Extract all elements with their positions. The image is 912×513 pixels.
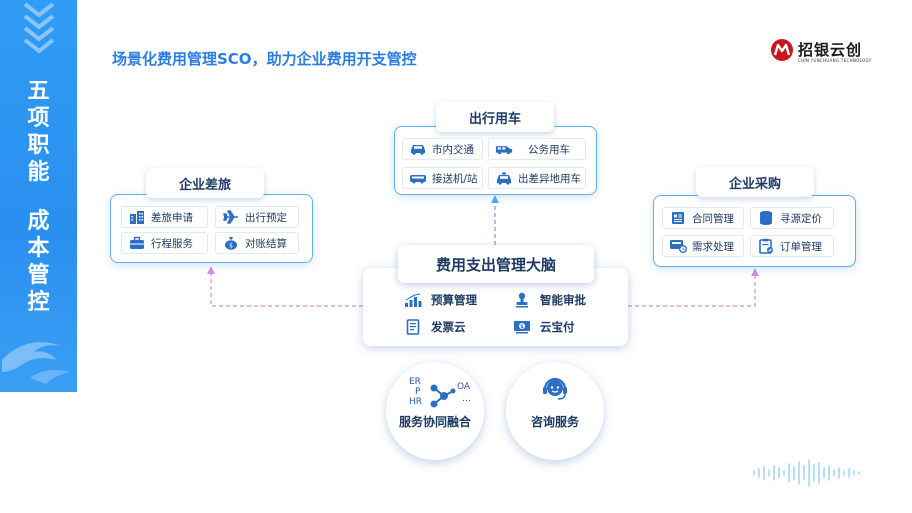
item-label: 出行预定 xyxy=(245,211,287,224)
brand-logo: 招银云创 CHIN YUNCHUANG TECHNOLOGY xyxy=(770,38,880,68)
procurement-item-sourcing[interactable]: 寻源定价 xyxy=(750,207,834,229)
dolphin-icon xyxy=(2,342,70,384)
procurement-title: 企业采购 xyxy=(696,167,814,197)
item-label: 接送机/站 xyxy=(432,172,478,185)
airplane-icon xyxy=(222,210,240,224)
car-item-official[interactable]: 公务用车 xyxy=(488,138,586,160)
item-label: 市内交通 xyxy=(432,143,474,156)
car-icon xyxy=(409,142,427,156)
car-item-remote[interactable]: 出差异地用车 xyxy=(488,167,586,189)
item-label: 需求处理 xyxy=(692,240,734,253)
shuttle-icon xyxy=(409,171,427,185)
logo-subtitle: CHIN YUNCHUANG TECHNOLOGY xyxy=(798,58,872,63)
car-item-city[interactable]: 市内交通 xyxy=(402,138,483,160)
banner-char: 项 xyxy=(27,106,50,131)
payment-icon: $ xyxy=(512,319,532,335)
tag-oa: OA xyxy=(457,382,471,392)
brain-item-approval[interactable]: 智能审批 xyxy=(512,292,586,308)
bar-chart-icon xyxy=(403,292,423,308)
soundwave-icon xyxy=(753,459,860,487)
item-label: 对账结算 xyxy=(245,237,287,250)
tag-hr: HR xyxy=(409,397,423,407)
car-title: 出行用车 xyxy=(436,102,554,132)
item-label: 订单管理 xyxy=(780,240,822,253)
item-label: 云宝付 xyxy=(540,320,575,334)
banner-heading: 五 项 职 能 成 本 管 控 xyxy=(0,78,77,316)
travel-item-settlement[interactable]: $ 对账结算 xyxy=(215,232,299,254)
banner-char: 职 xyxy=(27,133,50,158)
svg-text:$: $ xyxy=(229,243,233,250)
banner-char: 本 xyxy=(27,236,50,261)
page-title: 场景化费用管理SCO，助力企业费用开支管控 xyxy=(112,50,417,68)
item-label: 智能审批 xyxy=(540,293,586,307)
invoice-icon xyxy=(403,319,423,335)
contract-icon xyxy=(669,211,687,225)
item-label: 行程服务 xyxy=(151,237,193,250)
taxi-icon xyxy=(495,171,513,185)
network-icon xyxy=(430,384,456,408)
brain-title: 费用支出管理大脑 xyxy=(398,245,594,283)
consult-service-circle[interactable]: 咨询服务 xyxy=(506,362,604,460)
item-label: 寻源定价 xyxy=(780,212,822,225)
item-label: 差旅申请 xyxy=(151,211,193,224)
van-icon xyxy=(495,142,513,156)
tag-more: … xyxy=(462,394,471,404)
headset-icon xyxy=(543,377,567,400)
travel-item-apply[interactable]: 差旅申请 xyxy=(121,206,208,228)
left-banner: 五 项 职 能 成 本 管 控 xyxy=(0,0,77,392)
banner-char: 能 xyxy=(27,160,50,185)
svg-text:$: $ xyxy=(520,324,524,330)
item-label: 合同管理 xyxy=(692,212,734,225)
order-icon xyxy=(757,238,775,254)
briefcase-icon xyxy=(128,236,146,250)
brain-item-invoice[interactable]: 发票云 xyxy=(403,319,466,335)
item-label: 公务用车 xyxy=(528,143,570,156)
banner-char: 管 xyxy=(27,263,50,288)
brain-item-payment[interactable]: $ 云宝付 xyxy=(512,319,575,335)
logo-text: 招银云创 xyxy=(798,41,863,59)
procurement-item-order[interactable]: 订单管理 xyxy=(750,235,834,257)
banner-char: 成 xyxy=(27,209,50,234)
item-label: 发票云 xyxy=(431,320,466,334)
procurement-item-demand[interactable]: 需求处理 xyxy=(662,235,744,257)
cart-icon xyxy=(669,239,687,253)
collab-service-circle[interactable]: ER P HR OA … 服务协同融合 xyxy=(386,362,484,460)
coins-icon xyxy=(757,211,775,225)
brain-item-budget[interactable]: 预算管理 xyxy=(403,292,477,308)
travel-item-booking[interactable]: 出行预定 xyxy=(215,206,299,228)
item-label: 出差异地用车 xyxy=(518,172,581,185)
tag-p: P xyxy=(415,387,421,397)
consult-service-label: 咨询服务 xyxy=(530,415,579,429)
travel-item-itinerary[interactable]: 行程服务 xyxy=(121,232,208,254)
stamp-icon xyxy=(512,292,532,308)
collab-service-label: 服务协同融合 xyxy=(398,415,471,429)
building-icon xyxy=(128,210,146,224)
banner-char: 控 xyxy=(27,290,50,315)
tag-er: ER xyxy=(409,377,421,387)
procurement-item-contract[interactable]: 合同管理 xyxy=(662,207,744,229)
money-bag-icon: $ xyxy=(222,236,240,250)
banner-char: 五 xyxy=(27,79,50,104)
chevron-down-icon xyxy=(23,2,55,54)
travel-title: 企业差旅 xyxy=(146,168,264,198)
logo-mark-icon xyxy=(771,39,793,61)
car-item-shuttle[interactable]: 接送机/站 xyxy=(402,167,483,189)
item-label: 预算管理 xyxy=(431,293,477,307)
